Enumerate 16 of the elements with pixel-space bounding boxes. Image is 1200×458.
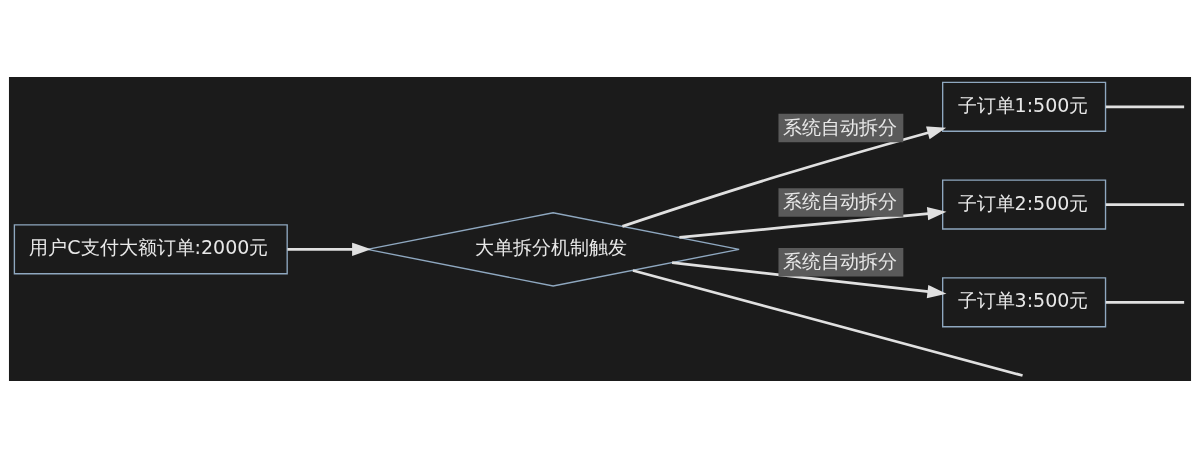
arrow <box>679 207 947 239</box>
node-box: 子订单1:500元 <box>942 81 1107 132</box>
arrow <box>622 126 947 228</box>
connector <box>632 269 1023 377</box>
node-diamond: 大单拆分机制触发 <box>366 212 740 287</box>
connector <box>1105 203 1185 206</box>
connector <box>1105 105 1185 109</box>
edge-label: 系统自动拆分 <box>782 190 897 213</box>
connector <box>1105 300 1185 304</box>
arrow <box>671 261 947 299</box>
edge-label: 系统自动拆分 <box>782 115 897 138</box>
edge-label: 系统自动拆分 <box>782 249 897 272</box>
node-box: 子订单2:500元 <box>942 179 1107 230</box>
node-box: 子订单3:500元 <box>942 277 1107 328</box>
arrow <box>287 242 372 256</box>
node-box: 用户C支付大额订单:2000元 <box>13 224 288 275</box>
